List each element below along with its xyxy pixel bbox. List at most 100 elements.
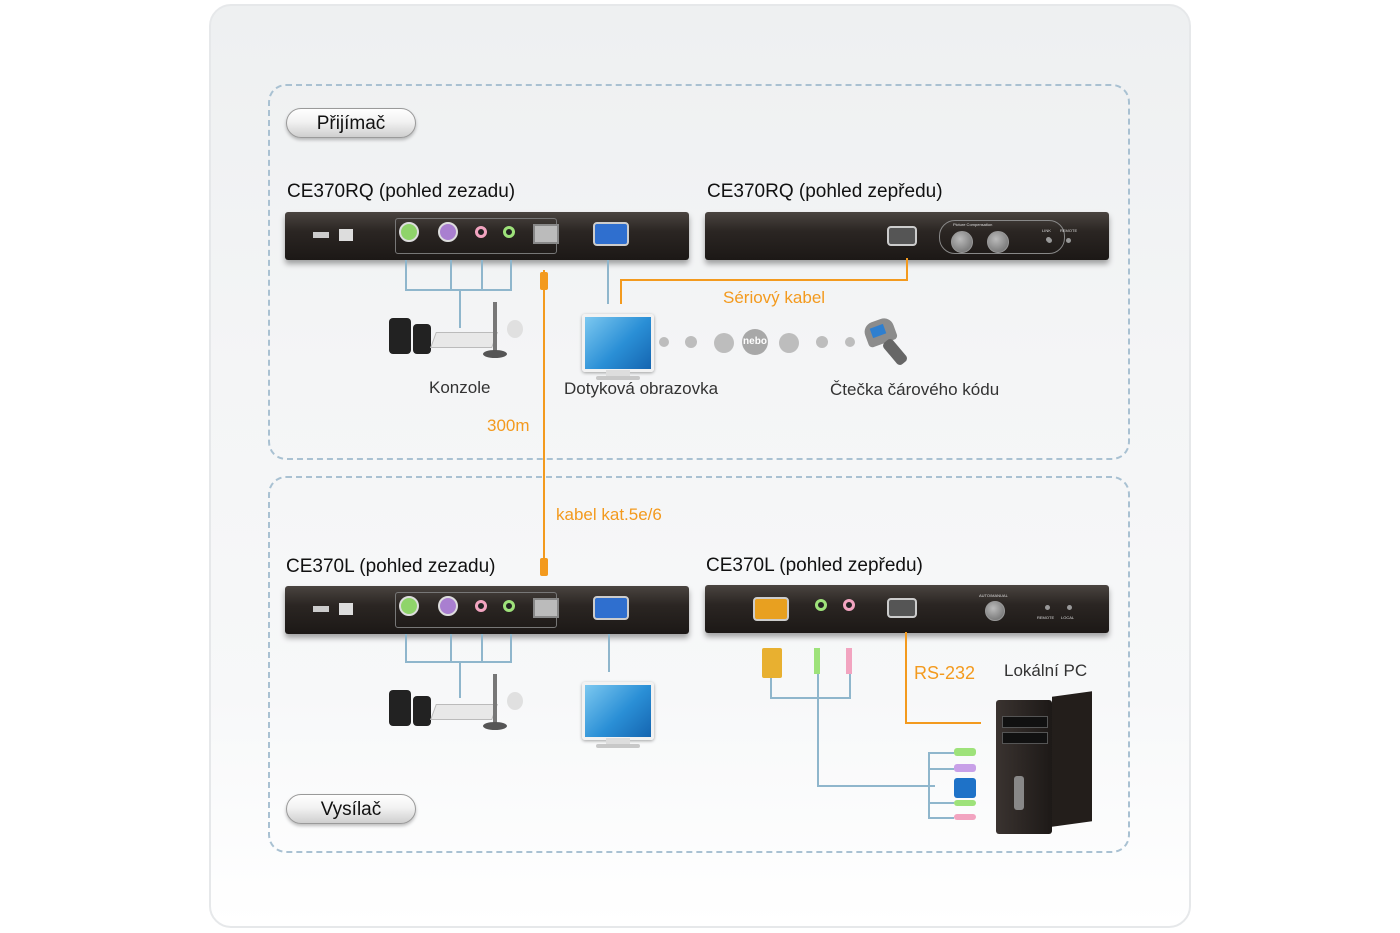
separator-dot [779, 333, 799, 353]
kvm-fanout-wire [928, 768, 954, 770]
ps2-mouse-port [438, 222, 458, 242]
mouse-icon [507, 320, 523, 338]
receiver-zone-label: Přijímač [286, 108, 416, 138]
console-bus-wire [405, 289, 512, 291]
speaker-icon [389, 690, 411, 726]
mic-jack [475, 600, 487, 612]
receiver-rear-title: CE370RQ (pohled zezadu) [287, 181, 516, 202]
ps2-keyboard-port [399, 596, 419, 616]
transmitter-zone [268, 476, 1130, 853]
mic-wire [481, 260, 483, 290]
speaker-plug-icon [814, 648, 820, 674]
rs232-label: RS-232 [914, 663, 976, 683]
console-drop-wire [459, 290, 461, 328]
cat5-cable [543, 270, 545, 576]
kvm-fanout-wire [928, 752, 954, 754]
mic-plug-icon [954, 814, 976, 820]
microphone-base [483, 722, 507, 730]
console-peripherals-rx [385, 300, 545, 370]
separator-dot [714, 333, 734, 353]
vga-port [593, 596, 629, 620]
picture-compensation-text: Picture Compensation [953, 222, 993, 227]
barcode-scanner-icon [861, 315, 925, 367]
microphone-icon [493, 674, 497, 724]
mouse-wire [450, 634, 452, 662]
mic-jack [475, 226, 487, 238]
kvm-wire [817, 674, 819, 786]
receiver-zone [268, 84, 1130, 460]
power-symbol-icon [313, 232, 329, 238]
ce370rq-front-panel: Picture Compensation LINK REMOTE [705, 212, 1109, 260]
kvm-fanout-wire [928, 802, 954, 804]
spk-wire [510, 634, 512, 662]
speaker-jack [503, 226, 515, 238]
distance-label: 300m [487, 416, 530, 435]
rj45-plug-top [540, 272, 548, 290]
compensation-knob-2[interactable] [987, 231, 1009, 253]
cpu-vga-port [753, 597, 789, 621]
ce370rq-rear-panel [285, 212, 689, 260]
transmitter-zone-label: Vysílač [286, 794, 416, 824]
mouse-icon [507, 692, 523, 710]
remote-led [1045, 605, 1050, 610]
vga-pc-plug-icon [954, 778, 976, 798]
speaker-icon [389, 318, 411, 354]
ps2-mouse-port [438, 596, 458, 616]
separator-dot [659, 337, 669, 347]
remote-led [1066, 238, 1071, 243]
barcode-reader-label: Čtečka čárového kódu [830, 380, 1000, 399]
microphone-icon [493, 302, 497, 352]
picture-compensation-group [939, 220, 1065, 254]
compensation-knob-1[interactable] [951, 231, 973, 253]
serial-cable-seg1 [906, 258, 908, 280]
local-pc-label: Lokální PC [1004, 661, 1088, 680]
kvm-wire [849, 674, 851, 698]
led-label-remote: REMOTE [1060, 228, 1078, 233]
rj45-plug-bottom [540, 558, 548, 576]
speaker-jack [815, 599, 827, 611]
serial-cable-seg3 [620, 279, 622, 304]
or-badge: nebo [742, 329, 768, 355]
auto-manual-label: AUTO/MANUAL [979, 593, 1008, 598]
ps2-kb-plug-icon [954, 748, 976, 756]
led-label-remote: REMOTE [1037, 615, 1055, 620]
rj45-port [533, 598, 559, 618]
rs232-cable-seg2 [905, 722, 981, 724]
kvm-wire [770, 697, 851, 699]
mic-jack [843, 599, 855, 611]
rs232-port [887, 226, 917, 246]
separator-dot [685, 336, 697, 348]
mic-plug-icon [846, 648, 852, 674]
keyboard-icon [430, 704, 498, 720]
touchscreen-label: Dotyková obrazovka [564, 379, 719, 398]
power-jack [339, 229, 353, 241]
rs232-cable-seg1 [905, 632, 907, 724]
keyboard-icon [430, 332, 498, 348]
separator-dot [845, 337, 855, 347]
spk-wire [510, 260, 512, 290]
power-jack [339, 603, 353, 615]
rj45-port [533, 224, 559, 244]
serial-cable-label: Sériový kabel [723, 288, 826, 307]
speaker-icon [413, 696, 431, 726]
rs232-port [887, 598, 917, 618]
kvm-fanout-wire [928, 817, 954, 819]
kb-wire [405, 634, 407, 662]
kvm-wire [770, 678, 772, 698]
ps2-keyboard-port [399, 222, 419, 242]
vga-port [593, 222, 629, 246]
mouse-wire [450, 260, 452, 290]
vga-wire-rx [607, 260, 609, 304]
microphone-base [483, 350, 507, 358]
power-symbol-icon [313, 606, 329, 612]
auto-manual-button[interactable] [985, 601, 1005, 621]
local-led [1067, 605, 1072, 610]
ce370l-front-panel: AUTO/MANUAL REMOTE LOCAL [705, 585, 1109, 633]
led-label-link: LINK [1042, 228, 1051, 233]
pc-tower-icon [996, 691, 1096, 836]
console-peripherals-tx [385, 672, 545, 742]
ps2-mouse-plug-icon [954, 764, 976, 772]
speaker-icon [413, 324, 431, 354]
kvm-fanout-wire [928, 752, 930, 818]
vga-plug-icon [762, 648, 782, 678]
